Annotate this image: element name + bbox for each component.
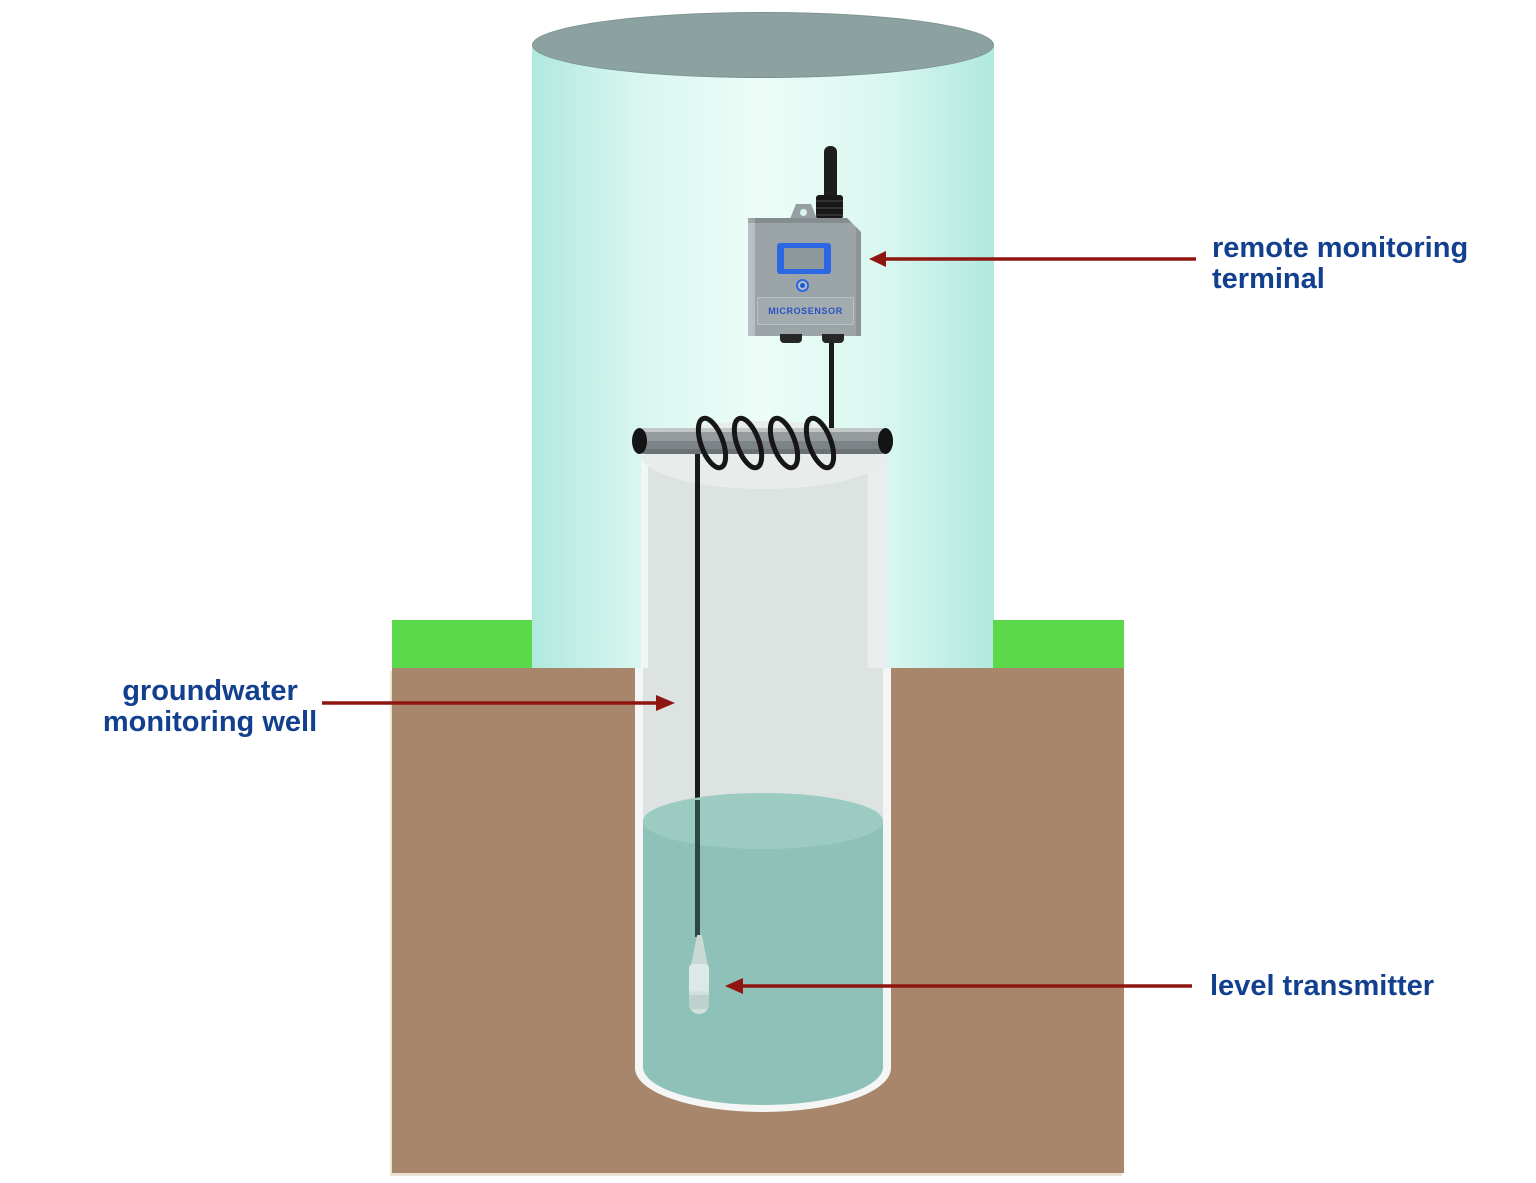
label-groundwater-monitoring-well: groundwater monitoring well [102,675,318,738]
terminal-button-dot [800,283,805,288]
enclosure-cylinder-cap [532,12,994,78]
grass-strip-right [993,620,1124,668]
well-casing-above-ground [641,455,887,668]
mounting-bar-cap-left [632,428,647,454]
mounting-bracket-hole [800,209,807,216]
label-remote-monitoring-terminal: remote monitoring terminal [1212,232,1469,295]
terminal-signal-cable [829,334,834,446]
level-transmitter-probe [689,964,709,1014]
antenna-icon [824,146,837,199]
terminal-foot-right [822,334,844,343]
well-mouth-mounting-bar [633,428,893,454]
probe-cable-underwater [695,800,700,937]
antenna-base [816,195,843,219]
mounting-bar-cap-right [878,428,893,454]
grass-strip-left [392,620,532,668]
probe-cable [695,438,700,800]
groundwater-surface [643,793,883,849]
brand-label: MICROSENSOR [768,306,843,316]
terminal-foot-left [780,334,802,343]
label-level-transmitter: level transmitter [1210,970,1435,1002]
terminal-brand-panel: MICROSENSOR [757,297,854,325]
groundwater-body [643,820,883,1105]
terminal-display-screen [784,248,824,269]
